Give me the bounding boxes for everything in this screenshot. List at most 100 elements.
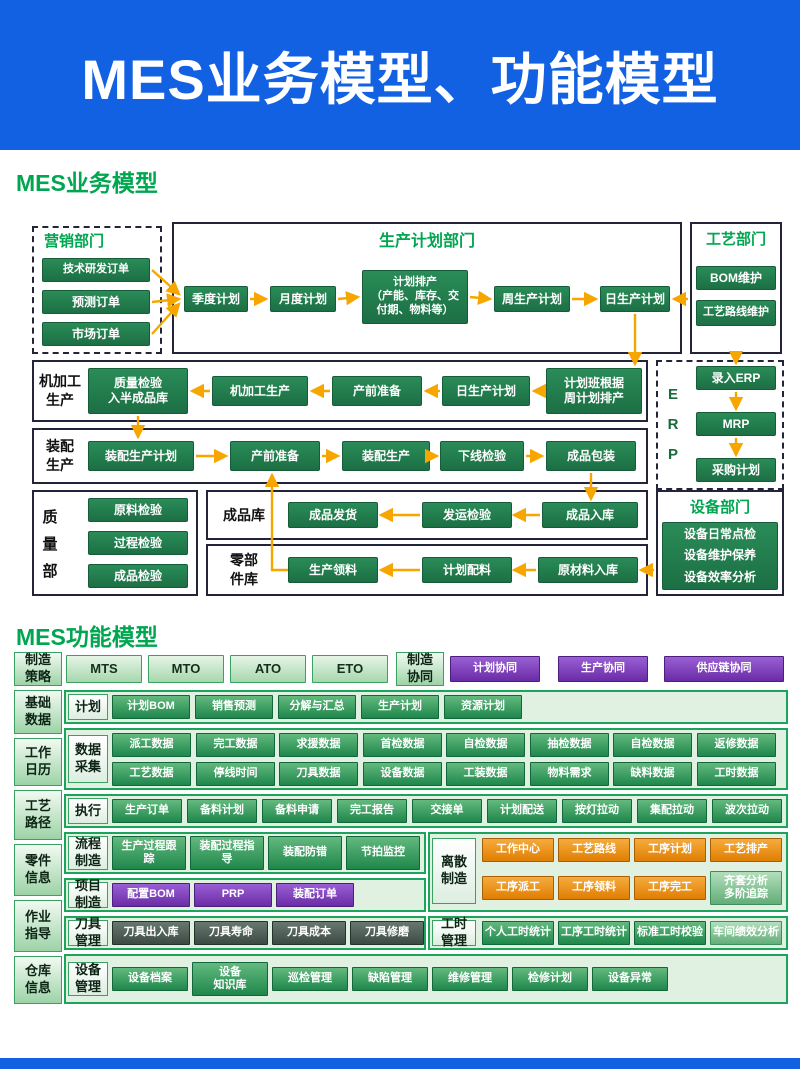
flow-node-tech-rd-order: 技术研发订单 — [42, 258, 150, 282]
flow-mfg-cell: 装配过程指 导 — [190, 836, 264, 870]
equip-cell: 缺陷管理 — [352, 967, 428, 991]
collect-cell: 自检数据 — [446, 733, 525, 757]
flow-node-fg-shipping: 成品发货 — [288, 502, 378, 528]
fg-store-label: 成品库 — [223, 506, 265, 523]
fg-store-container — [206, 490, 648, 540]
equip-cell: 设备异常 — [592, 967, 668, 991]
proj-mfg-cell: 配置BOM — [112, 883, 190, 907]
collect-cell: 抽检数据 — [530, 733, 609, 757]
hours-cell: 个人工时统计 — [482, 921, 554, 945]
collect-row-label: 数据 采集 — [68, 735, 108, 783]
collect-cell: 停线时间 — [196, 762, 275, 786]
flow-node-packaging: 成品包装 — [546, 441, 636, 471]
page-title: MES业务模型、功能模型 — [81, 47, 719, 111]
flow-node-final-inspection: 成品检验 — [88, 564, 188, 588]
tool-row-label: 刀具 管理 — [68, 916, 108, 948]
collect-cell: 派工数据 — [112, 733, 191, 757]
flow-node-machining-production: 机加工生产 — [212, 376, 308, 406]
flow-node-offline-inspection: 下线检验 — [440, 441, 524, 471]
strategy-cell-ato: ATO — [230, 655, 306, 683]
plan-cell: 分解与汇总 — [278, 695, 356, 719]
flow-node-assembly-production: 装配生产 — [342, 441, 430, 471]
footer-strip — [0, 1058, 800, 1069]
collab-cell-supply-chain: 供应链协同 — [664, 656, 784, 682]
flow-node-plan-batching: 计划配料 — [422, 557, 512, 583]
collect-cell: 首检数据 — [363, 733, 442, 757]
plan-cell: 计划BOM — [112, 695, 190, 719]
flow-node-day-plan: 日生产计划 — [600, 286, 670, 312]
flow-node-shipping-inspection: 发运检验 — [422, 502, 512, 528]
equipment-task-efficiency: 设备效率分析 — [683, 569, 756, 584]
plan-cell: 生产计划 — [361, 695, 439, 719]
hours-row-label: 工时 管理 — [432, 916, 476, 948]
exec-cell: 集配拉动 — [637, 799, 707, 823]
machining-label: 机加工 生产 — [39, 373, 81, 408]
exec-cell: 备料申请 — [262, 799, 332, 823]
exec-cell: 波次拉动 — [712, 799, 782, 823]
exec-cell: 完工报告 — [337, 799, 407, 823]
sidebar-work-calendar: 工作 日历 — [14, 738, 62, 786]
flow-node-purchase-plan: 采购计划 — [696, 458, 776, 482]
flow-mfg-cell: 生产过程跟 踪 — [112, 836, 186, 870]
sidebar-basic-data: 基础 数据 — [14, 690, 62, 734]
disc-mfg-cell: 工序派工 — [482, 876, 554, 900]
disc-mfg-cell: 工艺路线 — [558, 838, 630, 862]
disc-mfg-cell: 工艺排产 — [710, 838, 782, 862]
proj-mfg-cell: PRP — [194, 883, 272, 907]
tool-cell: 刀具出入库 — [112, 921, 190, 945]
hours-cell: 标准工时校验 — [634, 921, 706, 945]
equip-cell: 维修管理 — [432, 967, 508, 991]
strategy-label: 制造 策略 — [14, 652, 62, 686]
equip-cell: 检修计划 — [512, 967, 588, 991]
flow-node-assembly-plan: 装配生产计划 — [88, 441, 194, 471]
equip-cell: 巡检管理 — [272, 967, 348, 991]
strategy-cell-mto: MTO — [148, 655, 224, 683]
parts-store-label: 零部 件库 — [230, 552, 258, 587]
flow-node-assembly-prep: 产前准备 — [230, 441, 320, 471]
hours-cell: 车间绩效分析 — [710, 921, 782, 945]
flow-node-bom-maintain: BOM维护 — [696, 266, 776, 290]
collab-cell-plan: 计划协同 — [450, 656, 540, 682]
equipment-task-maintenance: 设备维护保养 — [683, 548, 756, 563]
equipment-dept-title: 设备部门 — [689, 498, 750, 516]
process-dept-title: 工艺部门 — [705, 230, 766, 248]
equipment-dept-container — [656, 490, 784, 596]
tool-cell: 刀具成本 — [272, 921, 346, 945]
plan-cell: 销售预测 — [195, 695, 273, 719]
collect-cell: 自检数据 — [613, 733, 692, 757]
collab-cell-production: 生产协同 — [558, 656, 648, 682]
assembly-label: 装配 生产 — [46, 438, 74, 473]
disc-mfg-cell-kitting: 齐套分析 多阶追踪 — [710, 871, 782, 905]
collect-cell: 物料需求 — [530, 762, 609, 786]
flow-node-forecast-order: 预测订单 — [42, 290, 150, 314]
tool-cell: 刀具寿命 — [194, 921, 268, 945]
strategy-cell-eto: ETO — [312, 655, 388, 683]
exec-cell: 按灯拉动 — [562, 799, 632, 823]
collab-label: 制造 协同 — [396, 652, 444, 686]
disc-mfg-cell: 工序领料 — [558, 876, 630, 900]
proj-mfg-label: 项目 制造 — [68, 878, 108, 910]
exec-cell: 备料计划 — [187, 799, 257, 823]
collect-cell: 求援数据 — [279, 733, 358, 757]
tool-cell: 刀具修磨 — [350, 921, 424, 945]
flow-mfg-label: 流程 制造 — [68, 836, 108, 870]
collect-cell: 完工数据 — [196, 733, 275, 757]
flow-node-week-plan: 周生产计划 — [494, 286, 570, 312]
function-model-title: MES功能模型 — [16, 624, 158, 650]
assembly-container — [32, 428, 648, 484]
flow-node-material-picking: 生产领料 — [288, 557, 378, 583]
business-model-title: MES业务模型 — [16, 170, 158, 196]
flow-mfg-cell: 节拍监控 — [346, 836, 420, 870]
flow-node-plan-scheduling: 计划排产 （产能、库存、交 付期、物料等） — [362, 270, 468, 324]
flow-node-raw-inbound: 原材料入库 — [538, 557, 638, 583]
erp-container — [656, 360, 784, 490]
disc-mfg-label: 离散 制造 — [432, 838, 476, 904]
exec-row-label: 执行 — [68, 798, 108, 824]
equip-row-label: 设备 管理 — [68, 962, 108, 996]
marketing-dept-title: 营销部门 — [44, 232, 105, 250]
disc-mfg-cell: 工序计划 — [634, 838, 706, 862]
collect-cell: 返修数据 — [697, 733, 776, 757]
equip-cell: 设备 知识库 — [192, 962, 268, 996]
exec-cell: 交接单 — [412, 799, 482, 823]
